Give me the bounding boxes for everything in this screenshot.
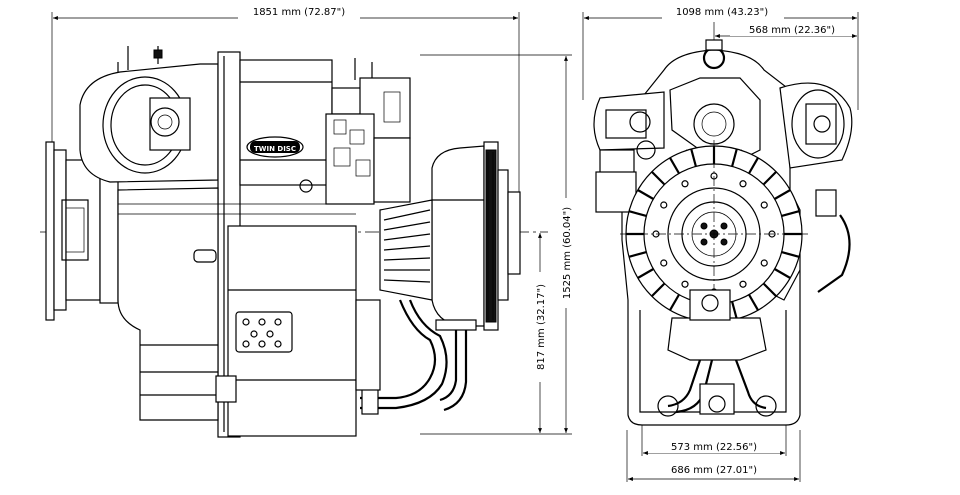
flange-bolt <box>760 259 768 267</box>
flange-rib <box>781 251 800 258</box>
front-width-dimension: 1098 mm (43.23") <box>676 7 768 18</box>
flange-bolt <box>681 280 689 288</box>
flange-rib <box>637 268 654 279</box>
front-inner-width-dimension: 573 mm (22.56") <box>671 442 757 453</box>
oil-tube <box>355 299 468 415</box>
flange-bolt <box>739 180 747 188</box>
front-half-width-dimension: 568 mm (22.36") <box>749 25 835 36</box>
flange-bolt <box>660 201 668 209</box>
side-height-dimension: 1525 mm (60.04") <box>562 207 573 299</box>
side-length-dimension: 1851 mm (72.87") <box>253 7 345 18</box>
lower-pump-assembly <box>657 269 801 417</box>
drain-plug-pattern <box>242 318 282 348</box>
upper-bell-housing <box>79 46 219 183</box>
twin-disc-logo: TWIN DISC <box>246 136 304 158</box>
flange-bolt <box>739 280 747 288</box>
flange-rib <box>669 157 680 174</box>
flange-rib <box>669 294 680 311</box>
output-converter <box>431 141 521 331</box>
flange-rib <box>628 210 647 217</box>
right-actuator <box>779 82 853 293</box>
logo-text: TWIN DISC <box>254 145 296 153</box>
cooling-fins <box>379 199 433 301</box>
flange-rib <box>781 210 800 217</box>
input-flange <box>45 141 119 321</box>
main-housing <box>117 51 357 438</box>
front-base-width-dimension: 686 mm (27.01") <box>671 465 757 476</box>
flange-rib <box>748 157 759 174</box>
flange-rib <box>762 170 778 186</box>
left-actuator <box>593 91 665 213</box>
flange-rib <box>650 282 666 298</box>
flange-rib <box>731 301 738 320</box>
flange-rib <box>628 251 647 258</box>
flange-bolt <box>660 259 668 267</box>
flange-rib <box>774 189 791 200</box>
flange-bolt <box>760 201 768 209</box>
flange-rib <box>748 294 759 311</box>
flange-rib <box>762 282 778 298</box>
control-valve-block <box>299 58 411 205</box>
side-view: 1851 mm (72.87") 1525 mm (60.04") 817 mm… <box>40 5 574 438</box>
side-centerline-dimension: 817 mm (32.17") <box>536 284 547 370</box>
flange-bolt <box>681 180 689 188</box>
flange-rib <box>690 148 697 167</box>
flange-rib <box>650 170 666 186</box>
flange-rib <box>774 268 791 279</box>
flange-rib <box>731 148 738 167</box>
front-view: 1098 mm (43.23") 568 mm (22.36") 573 mm … <box>582 5 859 482</box>
flange-rib <box>637 189 654 200</box>
